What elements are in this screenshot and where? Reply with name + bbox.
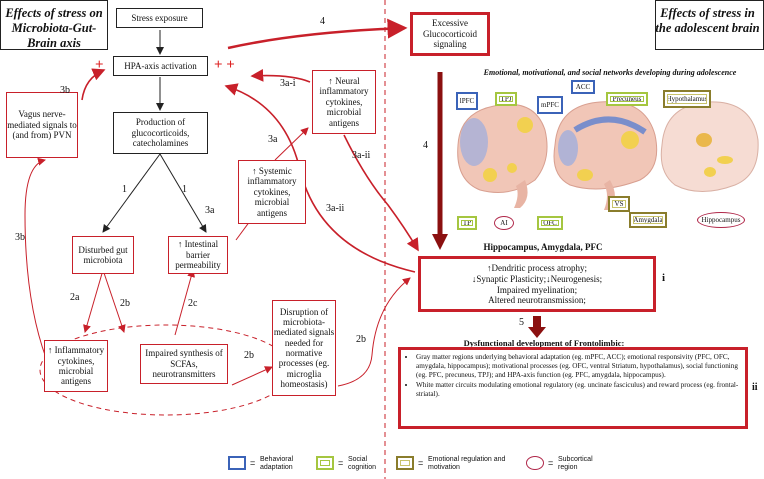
hippo-effects-box: ↑Dendritic process atrophy; ↓Synaptic Pl… xyxy=(418,256,656,312)
hippo-title: Hippocampus, Amygdala, PFC xyxy=(483,242,603,252)
dysfunction-bullet: White matter circuits modulating emotion… xyxy=(416,381,740,399)
hippo-line: ↓Synaptic Plasticity;↓Neurogenesis; xyxy=(471,273,603,284)
hpa-activation-box: HPA-axis activation xyxy=(113,56,208,76)
brain-label-ai: AI xyxy=(494,216,514,230)
legend-swatch-olive xyxy=(396,456,414,470)
label-1a: 1 xyxy=(122,184,127,195)
vagus-box: Vagus nerve-mediated signals to (and fro… xyxy=(6,92,78,158)
legend-eq: = xyxy=(250,458,256,468)
disturbed-microbiota-box: Disturbed gut microbiota xyxy=(72,236,134,274)
stress-exposure-box: Stress exposure xyxy=(116,8,203,28)
label-4-side: 4 xyxy=(423,140,428,151)
label-4-top: 4 xyxy=(320,16,325,27)
legend-eq: = xyxy=(338,458,344,468)
label-5: 5 xyxy=(519,317,524,328)
disruption-box: Disruption of microbiota-mediated signal… xyxy=(272,300,336,396)
brain-label-mpfc: mPFC xyxy=(537,96,563,114)
brain-label-hypothalamus: Hypothalamus xyxy=(663,90,711,108)
label-3a-i: 3a-i xyxy=(280,78,296,89)
inflammatory-box: ↑ Inflammatory cytokines, microbial anti… xyxy=(44,340,108,392)
marker-i: i xyxy=(662,272,666,284)
brain-label-ofc: OFC xyxy=(537,216,563,230)
networks-title: Emotional, motivational, and social netw… xyxy=(483,68,737,77)
label-2a: 2a xyxy=(70,292,80,303)
dysfunction-bullet: Gray matter regions underlying behaviora… xyxy=(416,353,740,379)
left-title-frame xyxy=(0,0,108,50)
brain-label-precuneus: Precuneus xyxy=(606,92,648,106)
right-title-frame xyxy=(655,0,764,50)
brain-label-vs: VS xyxy=(608,196,630,212)
legend-subcortical: Subcortical region xyxy=(558,456,593,471)
label-3a-lower: 3a xyxy=(205,205,215,216)
legend-social: Social cognition xyxy=(348,456,377,471)
legend-eq: = xyxy=(548,458,554,468)
intestinal-permeability-box: ↑ Intestinal barrier permeability xyxy=(168,236,228,274)
hippo-line: Altered neurotransmission; xyxy=(488,295,586,306)
label-3a-ii-lower: 3a-ii xyxy=(326,203,345,214)
plus-plus-sign: + + xyxy=(214,57,235,73)
brain-label-lpfc: lPFC xyxy=(456,92,478,110)
excessive-glucocorticoid-box: Excessive Glucocorticoid signaling xyxy=(410,12,490,56)
neural-cytokines-box: ↑ Neural inflammatory cytokines, microbi… xyxy=(312,70,376,134)
systemic-cytokines-box: ↑ Systemic inflammatory cytokines, micro… xyxy=(238,160,306,224)
label-3b-upper: 3b xyxy=(60,85,70,96)
legend-behavioral: Behavioral adaptation xyxy=(260,456,294,471)
hippo-line: ↑Dendritic process atrophy; xyxy=(487,263,587,273)
brain-label-tp: TP xyxy=(457,216,477,230)
brain-label-amygdala: Amygdala xyxy=(629,212,667,228)
plus-sign: + xyxy=(95,57,104,73)
hippo-line: Impaired myelination; xyxy=(496,284,578,295)
label-2b-disruption: 2b xyxy=(356,334,366,345)
legend-swatch-green xyxy=(316,456,334,470)
marker-ii: ii xyxy=(752,382,758,393)
label-3a-ii-upper: 3a-ii xyxy=(352,150,371,161)
brain-illustrations xyxy=(457,101,759,210)
dysfunction-title: Dysfunctional development of Frontolimbi… xyxy=(463,338,625,348)
left-title: Effects of stress on Microbiota-Gut-Brai… xyxy=(5,6,103,50)
label-2b: 2b xyxy=(120,298,130,309)
label-1b: 1 xyxy=(182,184,187,195)
brain-label-hippocampus: Hippocampus xyxy=(697,212,745,228)
legend-emotional: Emotional regulation and motivation xyxy=(428,456,506,471)
right-title: Effects of stress in the adolescent brai… xyxy=(655,6,760,35)
label-2b-scfa: 2b xyxy=(244,350,254,361)
legend-swatch-blue xyxy=(228,456,246,470)
brain-label-acc: ACC xyxy=(571,80,595,94)
scfa-box: Impaired synthesis of SCFAs, neurotransm… xyxy=(140,344,228,384)
dysfunction-box: Gray matter regions underlying behaviora… xyxy=(398,347,748,429)
legend-swatch-pink xyxy=(526,456,544,470)
label-2c: 2c xyxy=(188,298,198,309)
legend-eq: = xyxy=(418,458,424,468)
label-3a-upper: 3a xyxy=(268,134,278,145)
brain-label-tpj: TPJ xyxy=(495,92,517,106)
label-3b-lower: 3b xyxy=(15,232,25,243)
production-box: Production of glucocorticoids, catechola… xyxy=(113,112,208,154)
